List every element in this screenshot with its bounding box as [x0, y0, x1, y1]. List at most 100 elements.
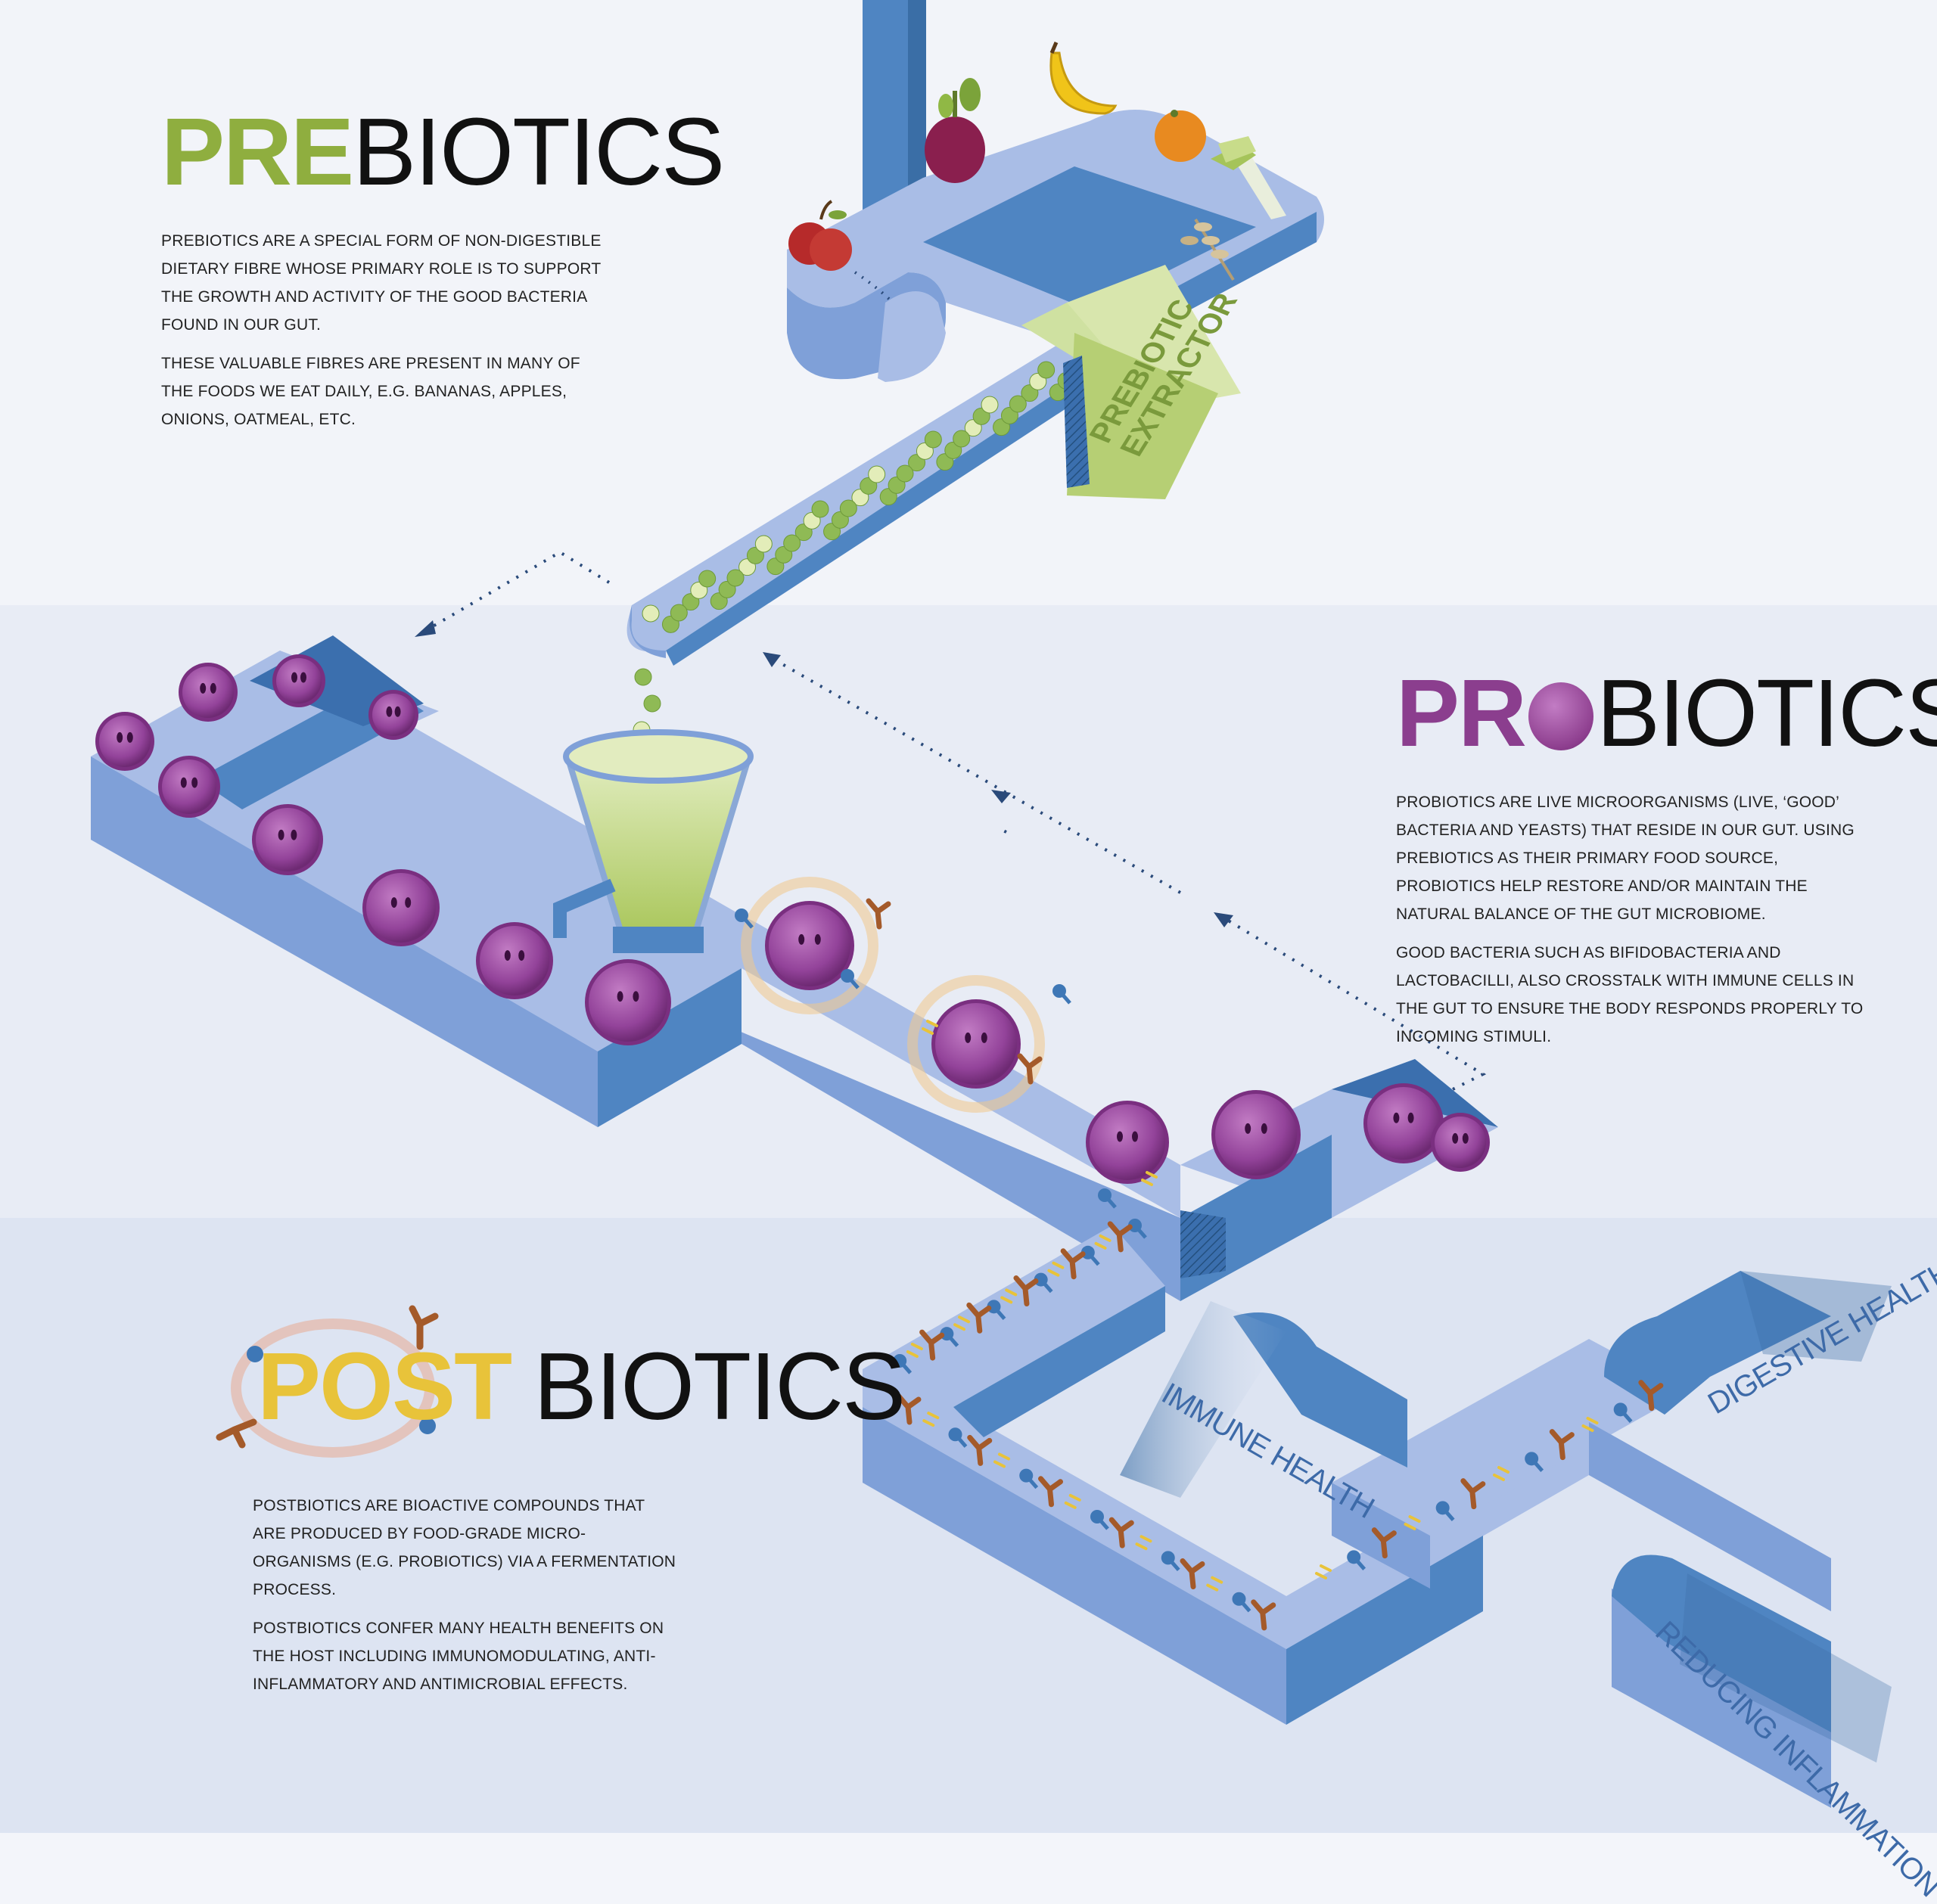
prebiotic-particle	[1037, 361, 1056, 379]
bacterium-icon	[158, 756, 220, 818]
prebiotics-title-rest: BIOTICS	[353, 98, 725, 205]
bacterium-icon	[1431, 1113, 1490, 1172]
banana-icon	[1049, 42, 1118, 115]
flow-arrows	[422, 550, 1487, 1091]
postbiotics-description: POSTBIOTICS ARE BIOACTIVE COMPOUNDS THAT…	[253, 1492, 676, 1709]
orange-icon	[1155, 110, 1206, 162]
postbiotic-compound-icon	[1038, 1476, 1063, 1508]
postbiotic-compound-icon	[841, 969, 860, 989]
postbiotic-compound-icon	[1638, 1380, 1664, 1412]
postbiotic-compound-icon	[919, 1329, 945, 1361]
prebiotic-particle	[698, 570, 717, 588]
immune-tunnel	[1120, 1301, 1407, 1498]
probiotic-bacteria	[95, 654, 1490, 1184]
prebiotic-particle	[643, 694, 661, 713]
bacterium-icon	[741, 877, 878, 1014]
bacterium-icon	[362, 869, 440, 946]
apple-icon	[788, 200, 852, 271]
postbiotic-compound-icon	[866, 898, 891, 930]
postbiotic-compound-icon	[1206, 1576, 1223, 1592]
prebiotic-particle	[896, 464, 914, 483]
postbiotic-compounds	[735, 898, 1664, 1631]
postbiotic-compound-icon	[1107, 1221, 1133, 1253]
postbiotic-compound-icon	[1013, 1275, 1039, 1307]
postbiotic-compound-icon	[906, 1343, 923, 1359]
postbiotic-compound-icon	[1161, 1551, 1180, 1572]
postbiotic-compound-icon	[1060, 1248, 1086, 1280]
postbiotic-compound-icon	[966, 1302, 992, 1334]
postbiotic-compound-icon	[893, 1353, 913, 1374]
process-illustration	[91, 0, 1892, 1808]
postbiotic-compound-icon	[1525, 1452, 1544, 1472]
postbiotic-compound-icon	[967, 1434, 993, 1466]
prebiotic-particle	[981, 396, 999, 414]
probiotics-paragraph-1: PROBIOTICS ARE LIVE MICROORGANISMS (LIVE…	[1396, 794, 1855, 923]
bacterium-icon	[476, 922, 553, 999]
prebiotic-particle	[953, 430, 971, 448]
postbiotics-paragraph-1: POSTBIOTICS ARE BIOACTIVE COMPOUNDS THAT…	[253, 1497, 676, 1598]
postbiotics-paragraph-2: POSTBIOTICS CONFER MANY HEALTH BENEFITS …	[253, 1620, 664, 1693]
prebiotics-title-highlight: PRE	[161, 98, 354, 205]
postbiotic-compound-icon	[1460, 1478, 1486, 1510]
postbiotic-compound-icon	[1315, 1564, 1332, 1579]
bacterium-icon	[179, 663, 238, 722]
postbiotic-compound-icon	[1052, 984, 1071, 1005]
prebiotic-particle	[726, 569, 745, 587]
postbiotic-compound-icon	[1251, 1599, 1276, 1631]
postbiotic-compound-icon	[1371, 1527, 1397, 1559]
prebiotic-particle	[670, 604, 688, 622]
wheat-icon	[1180, 218, 1235, 281]
probiotics-title-highlight: PR	[1396, 660, 1527, 766]
inflammation-tunnel	[1612, 1555, 1892, 1763]
prebiotic-particle	[924, 430, 942, 449]
postbiotic-compound-icon	[948, 1427, 968, 1448]
bacterium-icon	[252, 804, 323, 875]
postbiotic-compound-icon	[1404, 1515, 1421, 1530]
postbiotics-title-ring	[216, 1305, 439, 1458]
beet-icon	[925, 78, 985, 183]
postbiotic-compound-icon	[1094, 1234, 1112, 1250]
postbiotic-compound-icon	[1098, 1188, 1117, 1209]
prebiotic-particle	[783, 534, 801, 552]
postbiotic-compound-icon	[1435, 1501, 1455, 1521]
bacterium-icon	[1211, 1090, 1301, 1179]
prebiotic-particle	[634, 668, 652, 686]
bacterium-icon	[95, 712, 154, 771]
leek-icon	[1211, 136, 1286, 219]
probiotics-description: PROBIOTICS ARE LIVE MICROORGANISMS (LIVE…	[1396, 788, 1865, 1061]
prebiotic-particle	[811, 500, 829, 518]
postbiotic-compound-icon	[1135, 1535, 1152, 1551]
prebiotic-extractor	[1021, 265, 1241, 499]
postbiotic-compound-icon	[1613, 1402, 1633, 1423]
postbiotic-compound-icon	[1090, 1510, 1109, 1530]
postbiotic-compound-icon	[1064, 1493, 1081, 1509]
prebiotics-paragraph-2: THESE VALUABLE FIBRES ARE PRESENT IN MAN…	[161, 355, 580, 428]
postbiotic-compound-icon	[1232, 1592, 1251, 1613]
postbiotic-compound-icon	[953, 1315, 971, 1331]
fermentation-cup	[553, 729, 754, 953]
prebiotic-particle	[839, 499, 857, 517]
postbiotic-compound-icon	[1347, 1550, 1366, 1570]
prebiotics-title: PREBIOTICS	[161, 104, 725, 200]
bacterium-icon	[907, 975, 1045, 1113]
probiotics-paragraph-2: GOOD BACTERIA SUCH AS BIFIDOBACTERIA AND…	[1396, 944, 1864, 1045]
prebiotic-particle	[868, 465, 886, 483]
prebiotic-particle	[642, 604, 660, 623]
postbiotic-compound-icon	[896, 1393, 922, 1425]
digestive-tunnel	[1604, 1271, 1892, 1415]
postbiotic-compound-icon	[1180, 1558, 1205, 1589]
prebiotics-paragraph-1: PREBIOTICS ARE A SPECIAL FORM OF NON-DIG…	[161, 232, 602, 334]
bacterium-icon	[585, 959, 671, 1045]
prebiotic-particle	[754, 535, 773, 553]
postbiotic-compound-icon	[1019, 1468, 1039, 1489]
probiotics-title-o-icon	[1528, 682, 1594, 750]
postbiotic-compound-icon	[1017, 1053, 1043, 1085]
postbiotic-compound-icon	[735, 909, 754, 929]
prebiotic-particle	[1009, 395, 1027, 413]
postbiotic-compound-icon	[1141, 1171, 1158, 1186]
postbiotic-compound-icon	[1047, 1261, 1065, 1277]
bacterium-icon	[1086, 1101, 1169, 1184]
postbiotic-compound-icon	[993, 1452, 1010, 1468]
